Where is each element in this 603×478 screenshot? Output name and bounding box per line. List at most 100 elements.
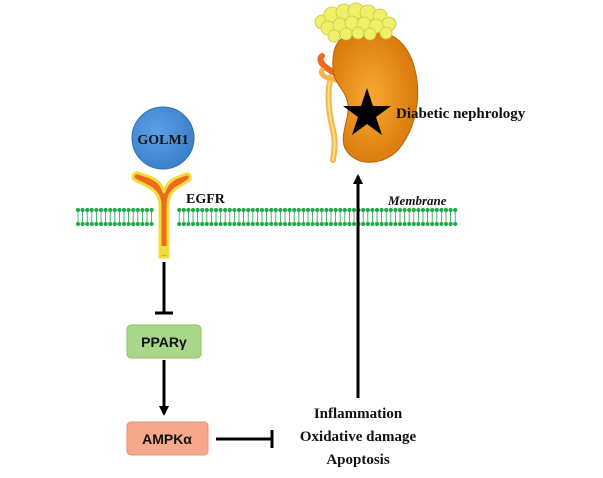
lipid-head — [338, 221, 343, 227]
lipid-head — [393, 207, 398, 213]
lipid-head — [374, 221, 380, 227]
lipid-head — [370, 221, 375, 227]
lipid-head — [75, 207, 81, 213]
lipid-head — [246, 221, 251, 227]
lipid-head — [218, 207, 223, 213]
ppar-label: PPARγ — [141, 334, 187, 350]
lipid-head — [195, 221, 200, 227]
lipid-head — [278, 221, 283, 227]
lipid-head — [223, 207, 228, 213]
lipid-head — [434, 221, 439, 227]
lipid-head — [213, 207, 219, 213]
lipid-head — [264, 207, 269, 213]
lipid-head — [236, 221, 242, 227]
ampk-inhibits-effects-edge — [216, 430, 274, 448]
lipid-head — [94, 221, 99, 227]
lipid-head — [430, 221, 435, 227]
lipid-head — [213, 221, 219, 227]
lipid-head — [342, 221, 347, 227]
egfr-label: EGFR — [186, 192, 226, 207]
effects-list: Inflammation Oxidative damage Apoptosis — [300, 406, 417, 468]
lipid-head — [131, 221, 136, 227]
lipid-head — [269, 221, 274, 227]
lipid-head — [140, 207, 145, 213]
lipid-head — [250, 221, 255, 227]
lipid-head — [144, 221, 150, 227]
lipid-head — [420, 221, 426, 227]
lipid-head — [296, 207, 301, 213]
lipid-head — [264, 221, 269, 227]
lipid-head — [241, 221, 246, 227]
lipid-head — [177, 207, 182, 213]
lipid-head — [301, 207, 306, 213]
egfr-inhibits-ppar-edge — [155, 262, 173, 315]
lipid-head — [149, 221, 154, 227]
lipid-head — [443, 207, 449, 213]
lipid-head — [121, 221, 127, 227]
lipid-head — [181, 221, 186, 227]
lipid-head — [255, 207, 260, 213]
lipid-head — [140, 221, 145, 227]
lipid-head — [402, 221, 407, 227]
lipid-head — [135, 221, 140, 227]
lipid-head — [89, 221, 94, 227]
lipid-head — [259, 221, 265, 227]
lipid-head — [186, 221, 191, 227]
lipid-head — [131, 207, 136, 213]
lipid-head — [135, 207, 140, 213]
lipid-head — [420, 207, 426, 213]
lipid-head — [434, 207, 439, 213]
lipid-head — [324, 207, 329, 213]
lipid-head — [361, 221, 366, 227]
cell-membrane — [75, 207, 458, 227]
lipid-head — [195, 207, 200, 213]
lipid-head — [282, 221, 288, 227]
lipid-head — [117, 221, 122, 227]
lipid-head — [98, 221, 104, 227]
lipid-head — [305, 207, 311, 213]
lipid-head — [232, 221, 237, 227]
lipid-head — [190, 207, 196, 213]
lipid-head — [273, 221, 278, 227]
lipid-head — [448, 207, 453, 213]
lipid-head — [319, 221, 324, 227]
lipid-head — [117, 207, 122, 213]
lipid-head — [379, 207, 384, 213]
lipid-head — [347, 221, 352, 227]
lipid-head — [112, 221, 117, 227]
effect-inflammation: Inflammation — [314, 406, 403, 422]
lipid-head — [287, 207, 292, 213]
lipid-head — [448, 221, 453, 227]
lipid-head — [407, 207, 412, 213]
lipid-head — [126, 207, 131, 213]
lipid-head — [232, 207, 237, 213]
lipid-head — [439, 221, 444, 227]
lipid-head — [384, 221, 389, 227]
lipid-head — [121, 207, 127, 213]
lipid-head — [338, 207, 343, 213]
lipid-head — [425, 221, 430, 227]
lipid-head — [365, 207, 370, 213]
lipid-head — [227, 207, 232, 213]
lipid-head — [278, 207, 283, 213]
lipid-head — [282, 207, 288, 213]
lipid-head — [296, 221, 301, 227]
lipid-head — [397, 221, 403, 227]
lipid-head — [370, 207, 375, 213]
lipid-head — [85, 207, 90, 213]
lipid-head — [393, 221, 398, 227]
lipid-head — [439, 207, 444, 213]
lipid-head — [324, 221, 329, 227]
lipid-head — [80, 221, 85, 227]
lipid-head — [144, 207, 150, 213]
lipid-head — [209, 207, 214, 213]
lipid-head — [246, 207, 251, 213]
lipid-head — [292, 221, 297, 227]
golm1-node — [131, 106, 195, 170]
lipid-head — [397, 207, 403, 213]
ppar-node — [126, 324, 202, 359]
lipid-head — [241, 207, 246, 213]
lipid-head — [416, 221, 421, 227]
lipid-head — [292, 207, 297, 213]
lipid-head — [218, 221, 223, 227]
